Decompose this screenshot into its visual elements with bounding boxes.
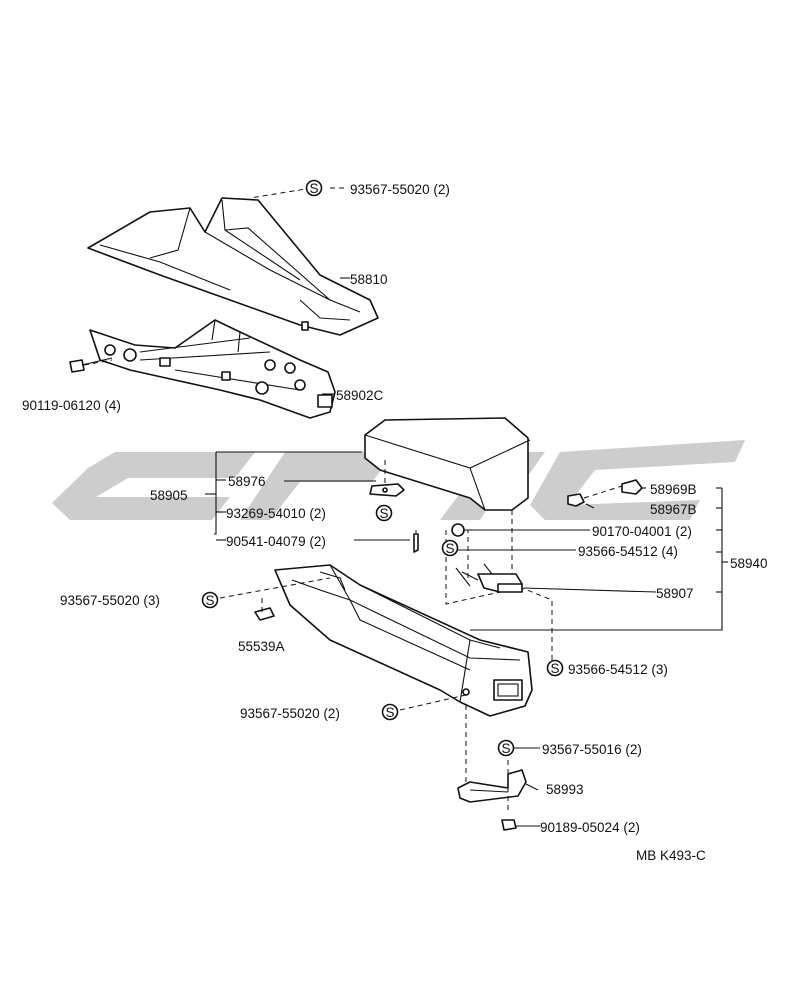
label-58810: 58810 [350, 272, 388, 287]
label-leaders [205, 277, 728, 827]
label-90541-04079: 90541-04079 (2) [226, 534, 326, 549]
console-bracket-58902c [89, 319, 336, 419]
s-symbol-93566-a: S [441, 539, 459, 557]
label-58976: 58976 [228, 474, 266, 489]
s-symbol-bottom: S [381, 703, 399, 721]
label-93567-55016: 93567-55016 (2) [542, 742, 642, 757]
label-58902c: 58902C [336, 388, 384, 403]
lock-58907 [455, 563, 523, 593]
s-symbol-93567-55016: S [497, 739, 515, 757]
label-58993: 58993 [546, 782, 584, 797]
bracket-58993 [457, 769, 527, 803]
washer-90170-04001 [451, 523, 465, 537]
diagram-code: MB K493-C [636, 848, 706, 863]
svg-text:S: S [205, 593, 214, 608]
svg-text:S: S [550, 661, 559, 676]
s-symbol-top: S [305, 179, 323, 197]
label-58969b: 58969B [650, 482, 697, 497]
svg-text:S: S [501, 741, 510, 756]
screw-90541-04079 [413, 533, 419, 553]
clip-55539a [254, 607, 275, 621]
upper-console-cover-58810 [87, 197, 379, 336]
label-90119-06120: 90119-06120 (4) [22, 398, 121, 413]
label-90189-05024: 90189-05024 (2) [540, 820, 640, 835]
part-labels: 93567-55020 (2) 58810 90119-06120 (4) 58… [22, 182, 768, 863]
svg-text:S: S [385, 705, 394, 720]
label-93567-55020-bottom: 93567-55020 (2) [240, 706, 340, 721]
svg-text:S: S [445, 541, 454, 556]
label-58940: 58940 [730, 556, 768, 571]
svg-text:S: S [379, 506, 388, 521]
console-box [274, 564, 533, 717]
label-55539a: 55539A [238, 639, 285, 654]
s-symbol-58905: S [375, 504, 393, 522]
svg-text:S: S [309, 181, 318, 196]
s-symbol-93566-b: S [546, 659, 564, 677]
s-symbol-left: S [201, 591, 219, 609]
label-58905: 58905 [150, 488, 188, 503]
hinge-58976 [369, 483, 405, 497]
screw-s-symbols: S S S S S S S [201, 179, 564, 757]
clip-58967b [567, 493, 585, 507]
screw-90189-05024 [501, 819, 517, 831]
bolt-90119-06120 [69, 357, 113, 373]
dashed-assembly-lines [83, 187, 623, 812]
label-93567-55020-top: 93567-55020 (2) [350, 182, 450, 197]
clip-58969b [621, 479, 643, 495]
label-93269-54010: 93269-54010 (2) [226, 506, 326, 521]
label-58967b: 58967B [650, 502, 697, 517]
label-93566-54512-a: 93566-54512 (4) [578, 544, 678, 559]
label-93566-54512-b: 93566-54512 (3) [568, 662, 668, 677]
label-90170-04001: 90170-04001 (2) [592, 524, 692, 539]
label-58907: 58907 [656, 586, 694, 601]
label-93567-55020-left: 93567-55020 (3) [60, 593, 160, 608]
